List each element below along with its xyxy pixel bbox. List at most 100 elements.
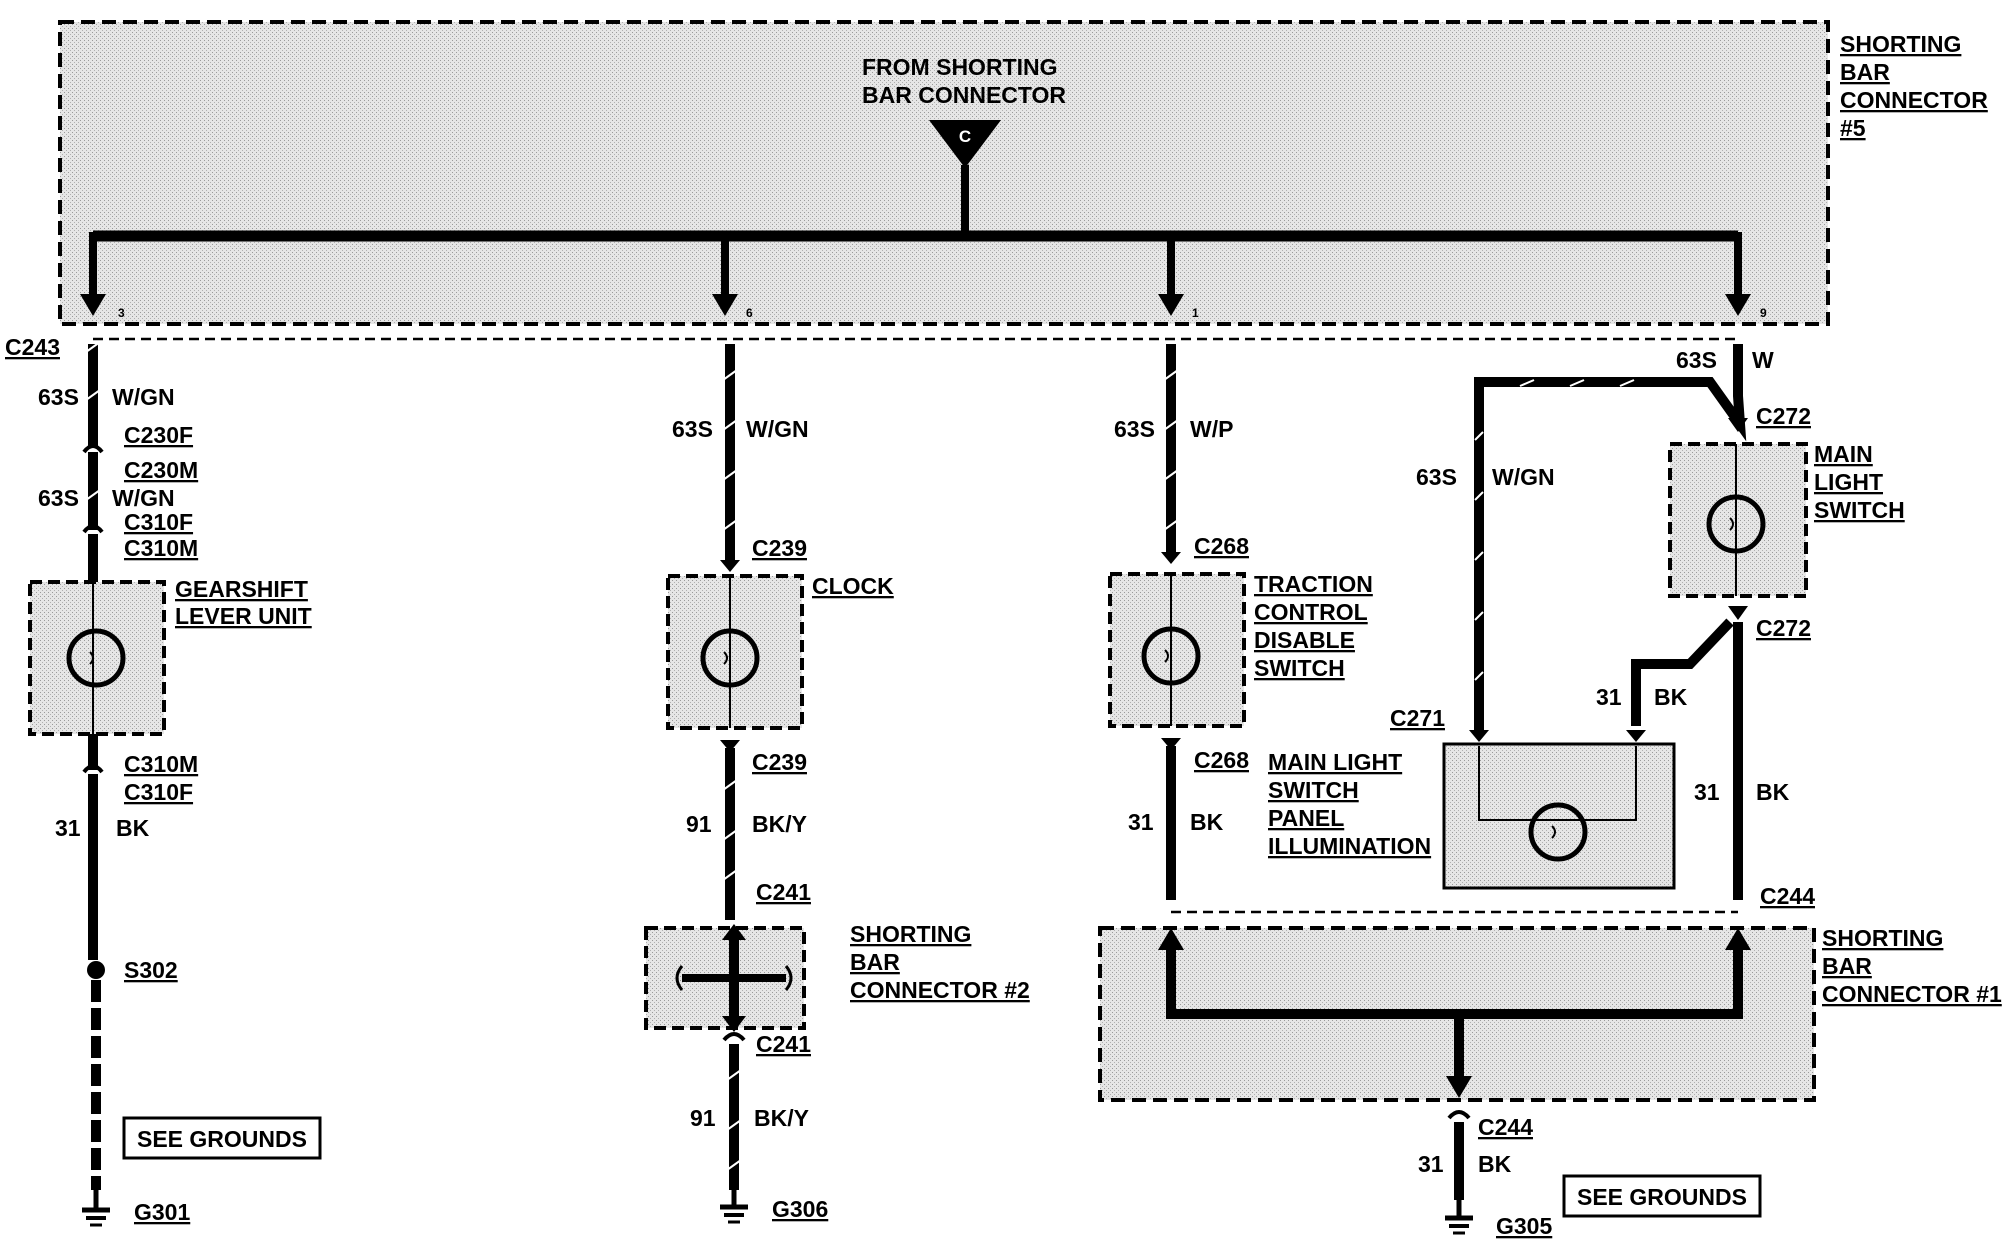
source-label-line1: FROM SHORTING xyxy=(862,54,1058,80)
ground-g306: G306 xyxy=(772,1196,828,1222)
branch-main-light-switch: 63S W 63S W/GN C272 MAIN LIGHT SWITCH C2… xyxy=(1390,344,1905,900)
bulb-icon xyxy=(1141,626,1201,686)
splice-dot-icon xyxy=(87,961,105,979)
connector-c244-bottom: C244 xyxy=(1478,1114,1533,1140)
filament-icon xyxy=(1729,517,1734,531)
ground-icon xyxy=(82,1190,110,1227)
wire-color: W/GN xyxy=(1492,464,1555,490)
component-mls-3: SWITCH xyxy=(1814,497,1905,523)
see-grounds-box[interactable] xyxy=(1562,1174,1762,1218)
clock-box xyxy=(666,574,804,730)
circuit-number: 91 xyxy=(686,811,712,837)
shorting-bar-5-name-2: BAR xyxy=(1840,59,1890,85)
arrow-up-icon xyxy=(722,924,746,940)
component-panel-4: ILLUMINATION xyxy=(1268,833,1431,859)
component-traction-1: TRACTION xyxy=(1254,571,1373,597)
wire-color: W xyxy=(1752,347,1774,373)
connector-c272-top: C272 xyxy=(1756,403,1811,429)
connector-c241-bottom: C241 xyxy=(756,1031,811,1057)
component-traction-3: DISABLE xyxy=(1254,627,1355,653)
source-connector-icon xyxy=(929,120,1001,168)
wire-color: W/P xyxy=(1190,416,1233,442)
connector-c268-bottom: C268 xyxy=(1194,747,1249,773)
arrow-down-icon xyxy=(80,294,106,316)
component-gearshift-1: GEARSHIFT xyxy=(175,576,308,602)
filament-icon xyxy=(723,651,728,665)
arrow-down-icon xyxy=(1446,1076,1472,1098)
ground-g305: G305 xyxy=(1496,1213,1552,1239)
ground-icon xyxy=(720,1190,748,1224)
connector-c272-bottom: C272 xyxy=(1756,615,1811,641)
ground-g305-branch: C244 31 BK G305 SEE GROUNDS xyxy=(1418,1110,1762,1239)
shorting-bar-1-name-3: CONNECTOR #1 xyxy=(1822,981,2002,1007)
circuit-number: 91 xyxy=(690,1105,716,1131)
component-traction-4: SWITCH xyxy=(1254,655,1345,681)
connector-c230m: C230M xyxy=(124,457,198,483)
see-grounds-label: SEE GROUNDS xyxy=(137,1126,307,1152)
connector-c230f: C230F xyxy=(124,422,193,448)
component-traction-2: CONTROL xyxy=(1254,599,1368,625)
circuit-number: 31 xyxy=(1694,779,1720,805)
filament-icon xyxy=(89,651,94,665)
bulb-icon xyxy=(1528,802,1588,862)
shorting-bar-connector-5: C FROM SHORTING BAR CONNECTOR 3 6 1 9 SH… xyxy=(58,20,1988,326)
branch-gearshift: 63S W/GN C230F C230M 63S W/GN C310F C310… xyxy=(28,341,322,1227)
ground-icon xyxy=(1445,1200,1473,1235)
circuit-number: 63S xyxy=(38,384,79,410)
component-mls-1: MAIN xyxy=(1814,441,1873,467)
arrow-down-icon xyxy=(1158,294,1184,316)
gearshift-lever-unit-box xyxy=(28,580,166,736)
traction-switch-box xyxy=(1108,572,1246,728)
wire-color: BK xyxy=(1756,779,1790,805)
wire-color: BK xyxy=(116,815,150,841)
wire-color: BK/Y xyxy=(754,1105,809,1131)
shorting-bar-connector-1: SHORTING BAR CONNECTOR #1 xyxy=(1098,925,2002,1102)
connector-c239-bottom: C239 xyxy=(752,749,807,775)
branch-clock: 63S W/GN C239 CLOCK C239 91 BK/Y C241 SH… xyxy=(644,344,1030,1224)
shorting-bar-1-name-1: SHORTING xyxy=(1822,925,1943,951)
component-panel-2: SWITCH xyxy=(1268,777,1359,803)
see-grounds-box[interactable] xyxy=(122,1116,322,1160)
arrow-up-icon xyxy=(1158,928,1184,950)
circuit-number: 63S xyxy=(1416,464,1457,490)
bulb-icon xyxy=(700,628,760,688)
circuit-number: 63S xyxy=(38,485,79,511)
source-label-line2: BAR CONNECTOR xyxy=(862,82,1066,108)
shorting-bar-5-name-1: SHORTING xyxy=(1840,31,1961,57)
connector-c243: C243 xyxy=(5,334,60,360)
connector-c271: C271 xyxy=(1390,705,1445,731)
circuit-number: 31 xyxy=(1128,809,1154,835)
arrow-down-icon xyxy=(722,1016,746,1032)
wire-color: W/GN xyxy=(112,485,175,511)
wire-color: BK xyxy=(1654,684,1688,710)
wire-color: BK/Y xyxy=(752,811,807,837)
connector-c310f-lower: C310F xyxy=(124,779,193,805)
component-panel-1: MAIN LIGHT xyxy=(1268,749,1402,775)
filament-icon xyxy=(1164,649,1169,663)
circuit-number: 63S xyxy=(1676,347,1717,373)
shorting-bar-5-name-3: CONNECTOR xyxy=(1840,87,1988,113)
pin-number: 6 xyxy=(746,306,753,320)
wire-color: BK xyxy=(1190,809,1224,835)
connector-c239-top: C239 xyxy=(752,535,807,561)
arrow-down-icon xyxy=(712,294,738,316)
component-panel-3: PANEL xyxy=(1268,805,1344,831)
circuit-number: 63S xyxy=(1114,416,1155,442)
wire-color: W/GN xyxy=(746,416,809,442)
see-grounds-label: SEE GROUNDS xyxy=(1577,1184,1747,1210)
connector-c268-top: C268 xyxy=(1194,533,1249,559)
filament-icon xyxy=(1551,825,1556,839)
circuit-number: 31 xyxy=(1418,1151,1444,1177)
wire-color: BK xyxy=(1478,1151,1512,1177)
component-clock: CLOCK xyxy=(812,573,894,599)
ground-g301: G301 xyxy=(134,1199,190,1225)
connector-c241-top: C241 xyxy=(756,879,811,905)
connector-c310f: C310F xyxy=(124,509,193,535)
arrow-up-icon xyxy=(1725,928,1751,950)
circuit-number: 31 xyxy=(1596,684,1622,710)
shorting-bar-5-box xyxy=(58,20,1830,326)
shorting-bar-2-name-2: BAR xyxy=(850,949,900,975)
pin-number: 1 xyxy=(1192,306,1199,320)
